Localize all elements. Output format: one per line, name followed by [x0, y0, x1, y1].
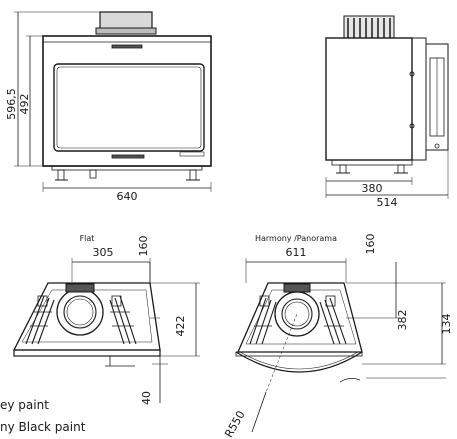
flat-dim-depth: 422	[174, 316, 187, 337]
side-dim-depth-outer: 514	[377, 196, 398, 209]
side-dim-depth-inner: 380	[362, 182, 383, 195]
harmony-dim-radius: R550	[222, 409, 248, 439]
harmony-dim-right: 134	[440, 314, 453, 335]
side-view	[325, 15, 449, 199]
harmony-plan-label: Harmony /Panorama	[255, 234, 337, 243]
flat-dim-width: 305	[93, 246, 114, 259]
flat-plan	[12, 258, 200, 403]
flat-plan-label: Flat	[80, 234, 95, 243]
harmony-dim-top: 160	[364, 234, 377, 255]
front-view	[14, 11, 212, 192]
harmony-plan	[235, 258, 446, 433]
flat-dim-offset: 40	[140, 391, 153, 405]
harmony-dim-width: 611	[286, 246, 307, 259]
paint-note-line-1: ey paint	[0, 398, 49, 412]
paint-note-line-2: ny Black paint	[0, 420, 86, 434]
front-dim-width: 640	[117, 190, 138, 203]
harmony-dim-depth: 382	[396, 310, 409, 331]
front-dim-glass-height: 492	[18, 94, 31, 115]
flat-dim-top: 160	[137, 236, 150, 257]
front-dim-total-height: 596,5	[5, 88, 18, 120]
